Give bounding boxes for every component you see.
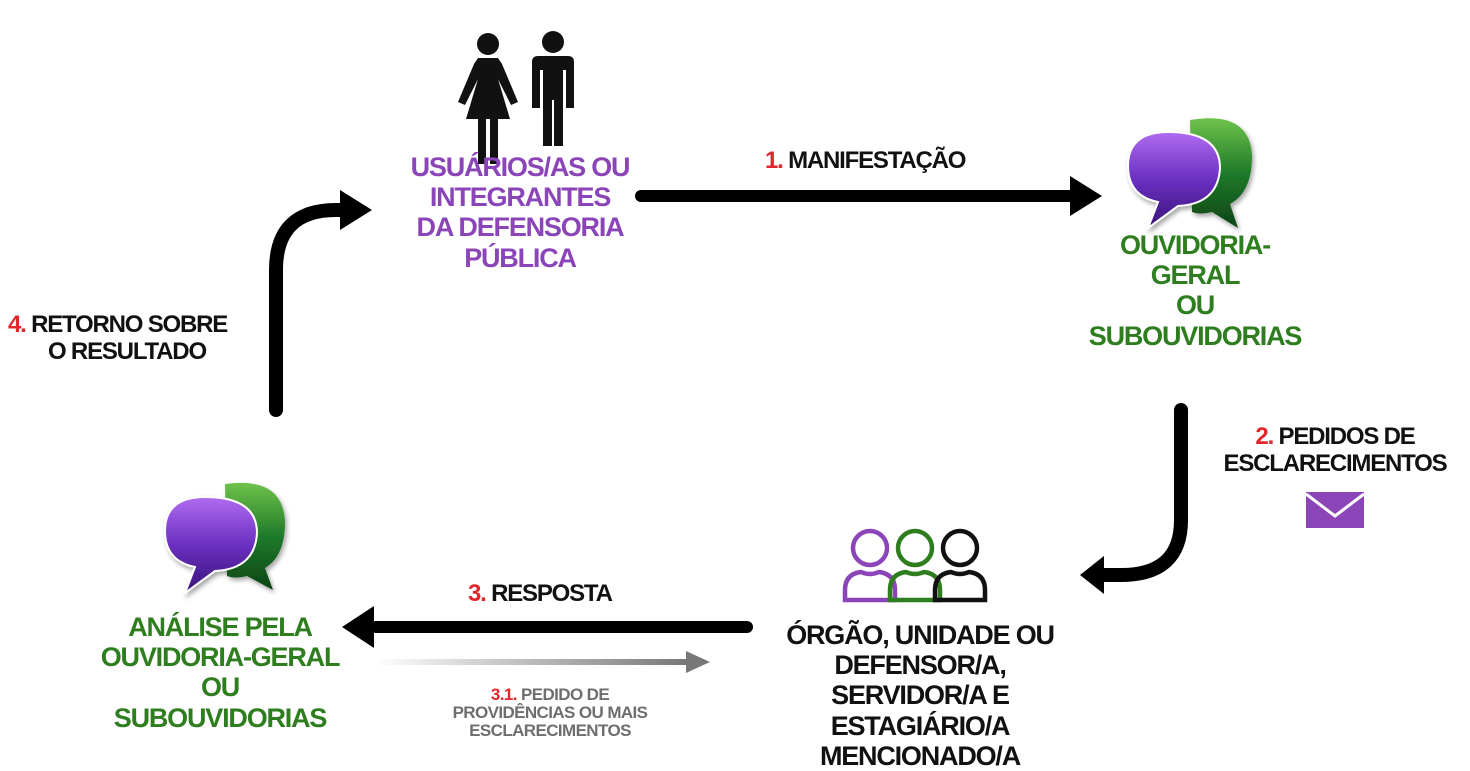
- node-users-label: USUÁRIOS/AS OU INTEGRANTES DA DEFENSORIA…: [395, 152, 645, 273]
- step-3-1-number: 3.1.: [490, 685, 518, 704]
- step-1-label: 1. MANIFESTAÇÃO: [765, 147, 1025, 175]
- step-2-text-2: ESCLARECIMENTOS: [1223, 449, 1448, 477]
- envelope-icon: [1305, 492, 1365, 528]
- organ-line-1: ÓRGÃO, UNIDADE OU: [786, 620, 1055, 650]
- analysis-line-4: SUBOUVIDORIAS: [113, 702, 328, 733]
- users-line-3: DA DEFENSORIA: [416, 212, 625, 243]
- arrow-retorno: [269, 190, 372, 417]
- organ-line-3: SERVIDOR/A E ESTAGIÁRIO/A: [830, 680, 1011, 741]
- organ-line-2: DEFENSOR/A,: [834, 650, 1007, 681]
- people-icon: [458, 31, 574, 164]
- step-4-text-2: O RESULTADO: [48, 337, 207, 365]
- step-4-number: 4.: [8, 311, 27, 338]
- ombudsman-line-4: SUBOUVIDORIAS: [1088, 320, 1303, 351]
- step-3-1-label: 3.1. PEDIDO DE PROVIDÊNCIAS OU MAIS ESCL…: [425, 686, 675, 740]
- step-2-text-1: PEDIDOS DE: [1278, 423, 1416, 450]
- step-3-number: 3.: [468, 580, 487, 607]
- ombudsman-line-3: OU: [1175, 290, 1215, 321]
- analysis-line-2: OUVIDORIA-GERAL: [100, 642, 341, 673]
- arrow-pedidos: [1080, 403, 1188, 594]
- step-4-label: 4. RETORNO SOBRE O RESULTADO: [8, 311, 268, 366]
- group-icon: [842, 528, 988, 603]
- step-1-number: 1.: [765, 147, 784, 174]
- ombudsman-line-2: GERAL: [1150, 260, 1241, 291]
- step-4-line-1: 4. RETORNO SOBRE: [8, 311, 268, 339]
- analysis-line-1: ANÁLISE PELA: [128, 612, 313, 642]
- analysis-line-3: OU: [200, 672, 240, 703]
- flow-diagram: [163, 31, 1365, 673]
- arrow-resposta: [342, 606, 753, 648]
- users-line-4: PÚBLICA: [464, 242, 577, 273]
- arrow-pedido-providencias: [374, 651, 710, 673]
- step-2-line-1: 2. PEDIDOS DE: [1210, 423, 1460, 451]
- node-ombudsman-label: OUVIDORIA- GERAL OU SUBOUVIDORIAS: [1065, 230, 1325, 351]
- step-3-text: RESPOSTA: [491, 580, 613, 607]
- chat-bubbles-icon: [1126, 118, 1252, 231]
- step-1-text: MANIFESTAÇÃO: [788, 147, 966, 174]
- node-organ-label: ÓRGÃO, UNIDADE OU DEFENSOR/A, SERVIDOR/A…: [740, 620, 1100, 771]
- step-3-1-text-2: PROVIDÊNCIAS OU MAIS: [452, 702, 648, 722]
- chat-bubbles-icon: [163, 482, 285, 596]
- step-3-1-text-3: ESCLARECIMENTOS: [469, 720, 631, 740]
- arrow-manifestacao: [635, 176, 1102, 216]
- organ-line-4: MENCIONADO/A: [819, 740, 1021, 771]
- node-analysis-label: ANÁLISE PELA OUVIDORIA-GERAL OU SUBOUVID…: [90, 612, 350, 733]
- users-line-1: USUÁRIOS/AS OU: [410, 152, 631, 182]
- step-3-label: 3. RESPOSTA: [468, 580, 668, 608]
- step-2-label: 2. PEDIDOS DE ESCLARECIMENTOS: [1210, 423, 1460, 478]
- users-line-2: INTEGRANTES: [429, 182, 612, 213]
- step-3-1-text-1: PEDIDO DE: [520, 685, 610, 704]
- ombudsman-line-1: OUVIDORIA-: [1119, 230, 1271, 260]
- step-4-text-1: RETORNO SOBRE: [31, 311, 228, 338]
- step-2-number: 2.: [1255, 423, 1274, 450]
- step-3-1-line-1: 3.1. PEDIDO DE: [425, 686, 675, 704]
